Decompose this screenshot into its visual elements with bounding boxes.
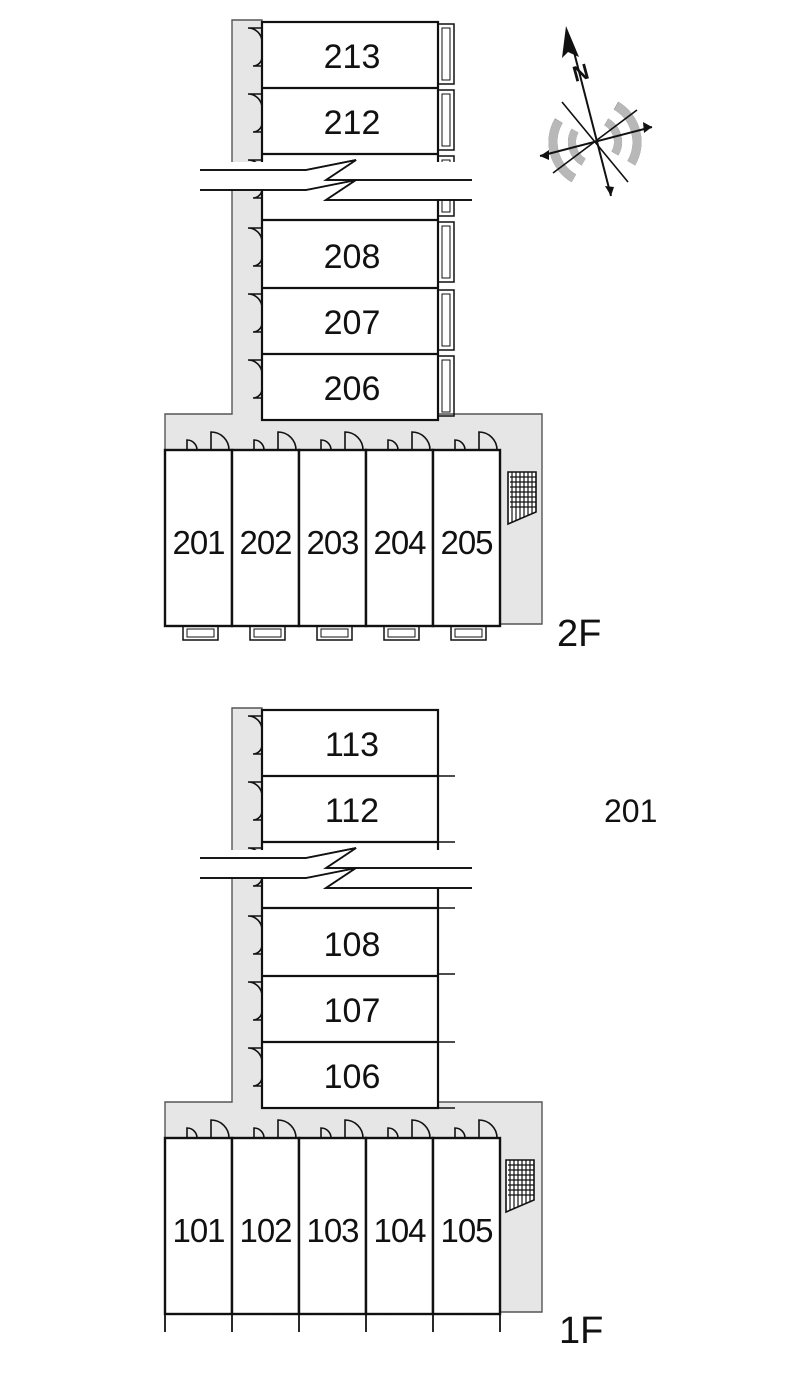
room-unit: [364, 1136, 435, 1316]
room-label: 102: [239, 1212, 291, 1249]
balcony-icon: [383, 625, 420, 641]
room-label: 203: [306, 524, 358, 561]
floor-2f: 213 212 208 207 206 201 202 203 204 205: [163, 19, 543, 641]
door-icon: [247, 293, 263, 309]
door-icon: [247, 227, 263, 243]
door-icon: [344, 1119, 364, 1139]
door-icon: [252, 810, 263, 821]
room-label: 213: [324, 38, 381, 76]
door-icon: [252, 322, 263, 333]
room-label: 101: [172, 1212, 224, 1249]
balcony-icon: [437, 289, 455, 351]
door-icon: [186, 1127, 198, 1139]
balcony-icon: [437, 89, 455, 151]
room-label: 202: [239, 524, 291, 561]
room-label: 204: [373, 524, 426, 561]
room-unit: [297, 1136, 368, 1316]
compass-icon: N: [539, 26, 653, 197]
door-icon: [253, 439, 265, 451]
room-label: 207: [324, 304, 381, 342]
balcony-icon: [249, 625, 286, 641]
door-icon: [252, 1010, 263, 1021]
door-icon: [252, 1076, 263, 1087]
room-unit: [163, 1136, 234, 1316]
floor-1f: 113 112 108 107 106 101 102 103 104 105: [163, 707, 543, 1332]
door-icon: [186, 439, 198, 451]
door-icon: [252, 944, 263, 955]
balcony-icon: [437, 355, 455, 417]
break-line-icon: [200, 159, 472, 201]
room-label: 206: [324, 370, 381, 408]
room-label: 104: [373, 1212, 426, 1249]
door-icon: [277, 431, 297, 451]
door-icon: [411, 1119, 431, 1139]
door-icon: [210, 431, 230, 451]
room-unit: [431, 1136, 502, 1316]
balcony-icon: [450, 625, 487, 641]
floor-label-1f: 1F: [559, 1310, 603, 1352]
door-icon: [277, 1119, 297, 1139]
room-label: 108: [324, 926, 381, 964]
room-label: 107: [324, 992, 381, 1030]
door-icon: [344, 431, 364, 451]
door-icon: [252, 388, 263, 399]
door-icon: [253, 1127, 265, 1139]
svg-text:N: N: [570, 59, 592, 87]
door-icon: [247, 981, 263, 997]
room-label: 208: [324, 238, 381, 276]
door-icon: [247, 359, 263, 375]
door-icon: [247, 27, 263, 43]
door-icon: [247, 915, 263, 931]
floor-label-2f: 2F: [557, 613, 601, 655]
room-label: 212: [324, 104, 381, 142]
balcony-icon: [437, 23, 455, 85]
room-label: 113: [325, 726, 379, 764]
balcony-icon: [182, 625, 219, 641]
door-icon: [252, 122, 263, 133]
door-icon: [247, 1047, 263, 1063]
door-icon: [411, 431, 431, 451]
highlighted-unit-label: 201: [604, 793, 657, 829]
room-label: 201: [172, 524, 224, 561]
door-icon: [320, 1127, 332, 1139]
door-icon: [247, 715, 263, 731]
staircase-icon: [505, 1159, 535, 1214]
north-arrow-icon: [562, 26, 579, 58]
balcony-icon: [316, 625, 353, 641]
staircase-icon: [507, 471, 537, 526]
door-icon: [454, 1127, 466, 1139]
break-line-icon: [200, 847, 472, 889]
room-label: 103: [306, 1212, 358, 1249]
door-icon: [210, 1119, 230, 1139]
door-icon: [454, 439, 466, 451]
room-label: 106: [324, 1058, 381, 1096]
door-icon: [387, 439, 399, 451]
door-icon: [252, 56, 263, 67]
door-icon: [478, 431, 498, 451]
room-label: 205: [440, 524, 492, 561]
balcony-icon: [437, 221, 455, 283]
door-icon: [247, 781, 263, 797]
door-icon: [320, 439, 332, 451]
room-label: 112: [325, 792, 379, 830]
room-label: 105: [440, 1212, 492, 1249]
door-icon: [387, 1127, 399, 1139]
door-icon: [478, 1119, 498, 1139]
door-icon: [252, 744, 263, 755]
door-icon: [247, 93, 263, 109]
door-icon: [252, 256, 263, 267]
